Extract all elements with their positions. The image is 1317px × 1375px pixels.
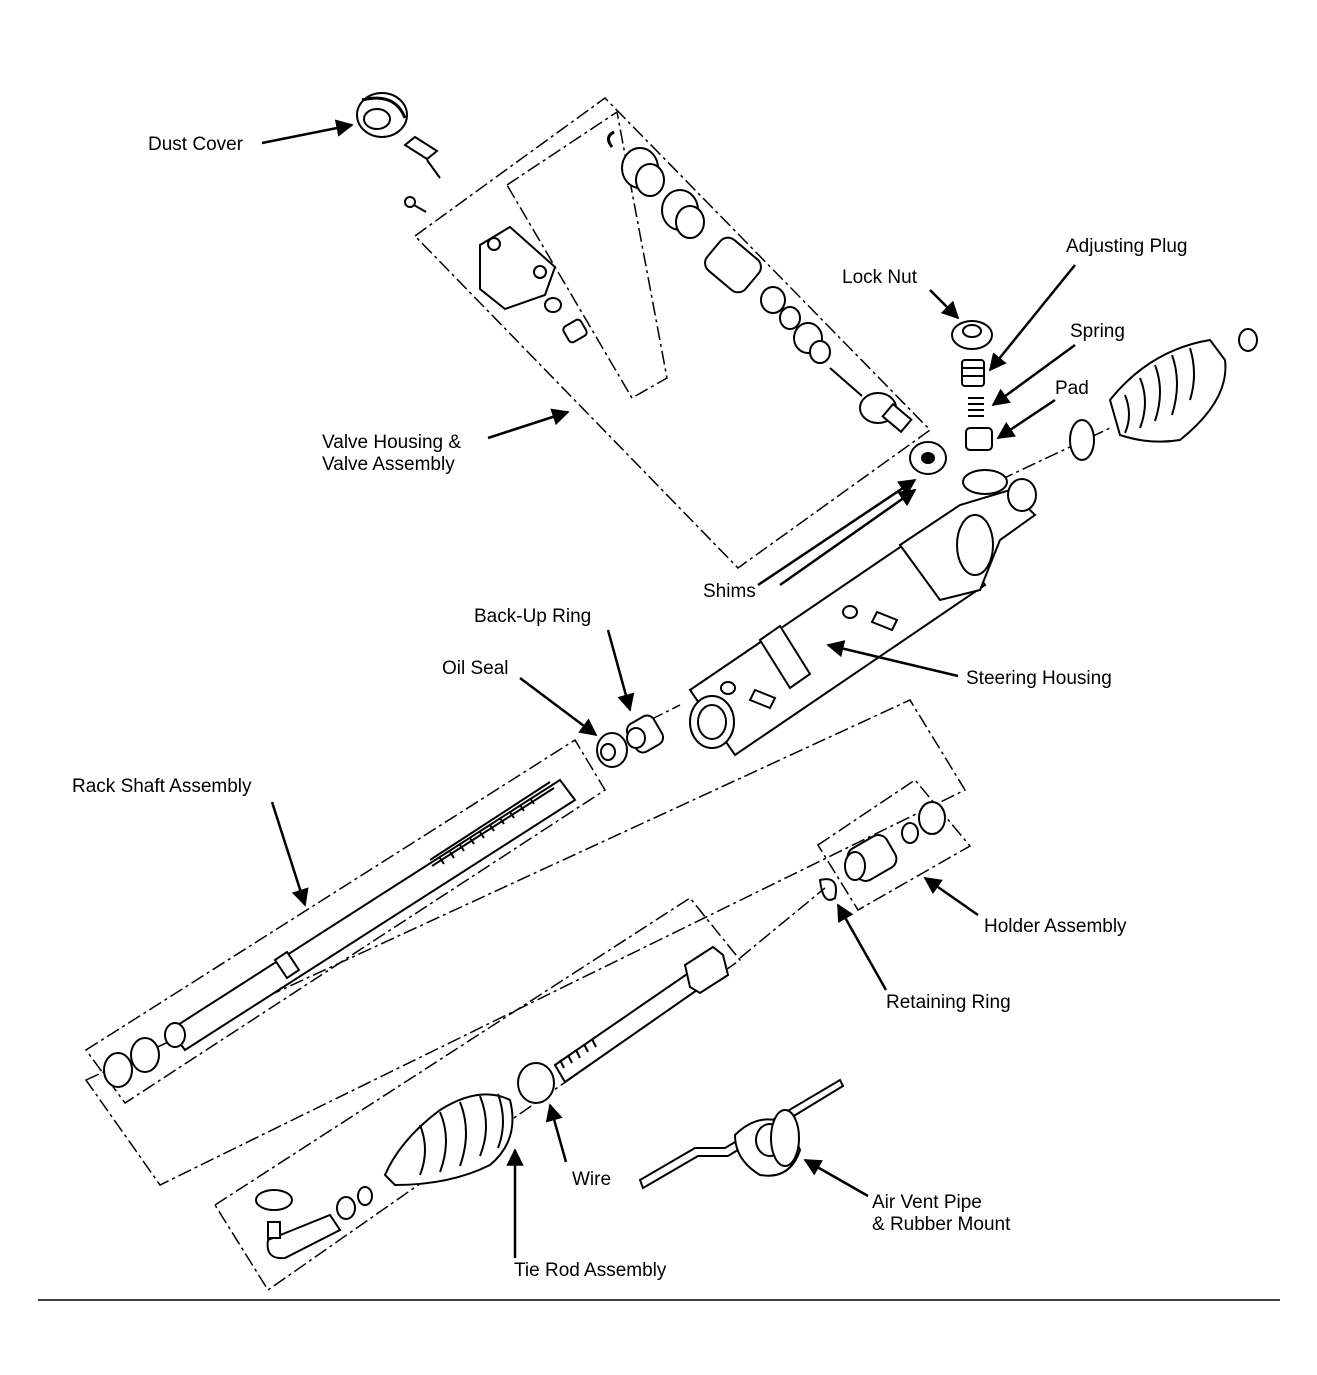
label-retaining-ring: Retaining Ring (886, 992, 1011, 1013)
label-valve-housing-line1: Valve Housing & (322, 432, 461, 453)
label-rack-shaft-assembly: Rack Shaft Assembly (72, 776, 252, 797)
valve-bolts-part (403, 135, 441, 213)
holder-group-box (816, 779, 972, 912)
label-air-vent-line2: & Rubber Mount (872, 1214, 1011, 1235)
lock-nut-part (951, 320, 993, 350)
steering-housing-part (688, 469, 1037, 757)
valve-housing-group-box (413, 97, 932, 569)
dust-cover-part (356, 92, 408, 138)
left-boot-part (383, 1093, 514, 1187)
tie-rod-group-box (213, 897, 742, 1292)
label-shims: Shims (703, 581, 756, 602)
back-up-ring-part (625, 714, 665, 754)
leader-arrows (261, 119, 1076, 1258)
label-tie-rod-assembly: Tie Rod Assembly (514, 1260, 667, 1281)
label-oil-seal: Oil Seal (442, 658, 509, 679)
label-wire: Wire (572, 1169, 611, 1190)
valve-spool-assembly-part (607, 130, 947, 475)
label-pad: Pad (1055, 378, 1089, 399)
label-dust-cover: Dust Cover (148, 134, 244, 155)
spring-part (968, 397, 984, 417)
label-back-up-ring: Back-Up Ring (474, 606, 591, 627)
label-lock-nut: Lock Nut (842, 267, 918, 288)
tie-rod-part (517, 945, 730, 1104)
holder-assembly-part (844, 801, 946, 882)
label-air-vent-line1: Air Vent Pipe (872, 1192, 982, 1213)
rack-shaft-part (103, 778, 577, 1088)
oil-seal-part (596, 732, 628, 768)
valve-flange-part (479, 225, 588, 344)
pad-part (965, 427, 993, 451)
label-valve-housing-line2: Valve Assembly (322, 454, 455, 475)
label-steering-housing: Steering Housing (966, 668, 1112, 689)
label-holder-assembly: Holder Assembly (984, 916, 1127, 937)
retaining-ring-part (818, 878, 837, 901)
tie-rod-end-part (255, 1186, 373, 1260)
adjusting-plug-part (961, 359, 985, 387)
right-boot-part (1069, 328, 1258, 461)
air-vent-pipe-part (638, 1078, 845, 1190)
rack-shaft-group-box (84, 699, 967, 1186)
label-adjusting-plug: Adjusting Plug (1066, 236, 1187, 257)
label-spring: Spring (1070, 321, 1125, 342)
